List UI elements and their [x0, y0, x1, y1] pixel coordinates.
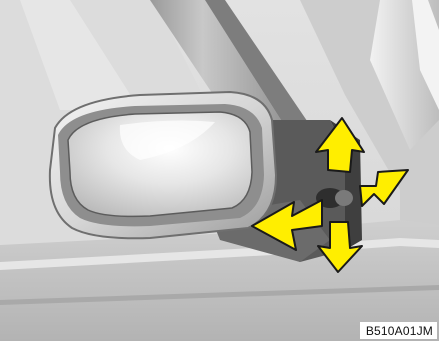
figure-code-label: B510A01JM — [360, 322, 437, 339]
pivot-knob-cap — [335, 190, 353, 206]
